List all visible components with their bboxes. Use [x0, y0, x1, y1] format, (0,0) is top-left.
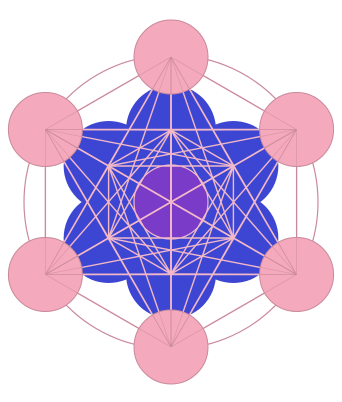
- outer-node: [8, 93, 82, 167]
- outer-node: [134, 310, 208, 384]
- outer-node: [260, 238, 334, 312]
- outer-node: [134, 20, 208, 94]
- outer-node: [8, 238, 82, 312]
- outer-node: [260, 93, 334, 167]
